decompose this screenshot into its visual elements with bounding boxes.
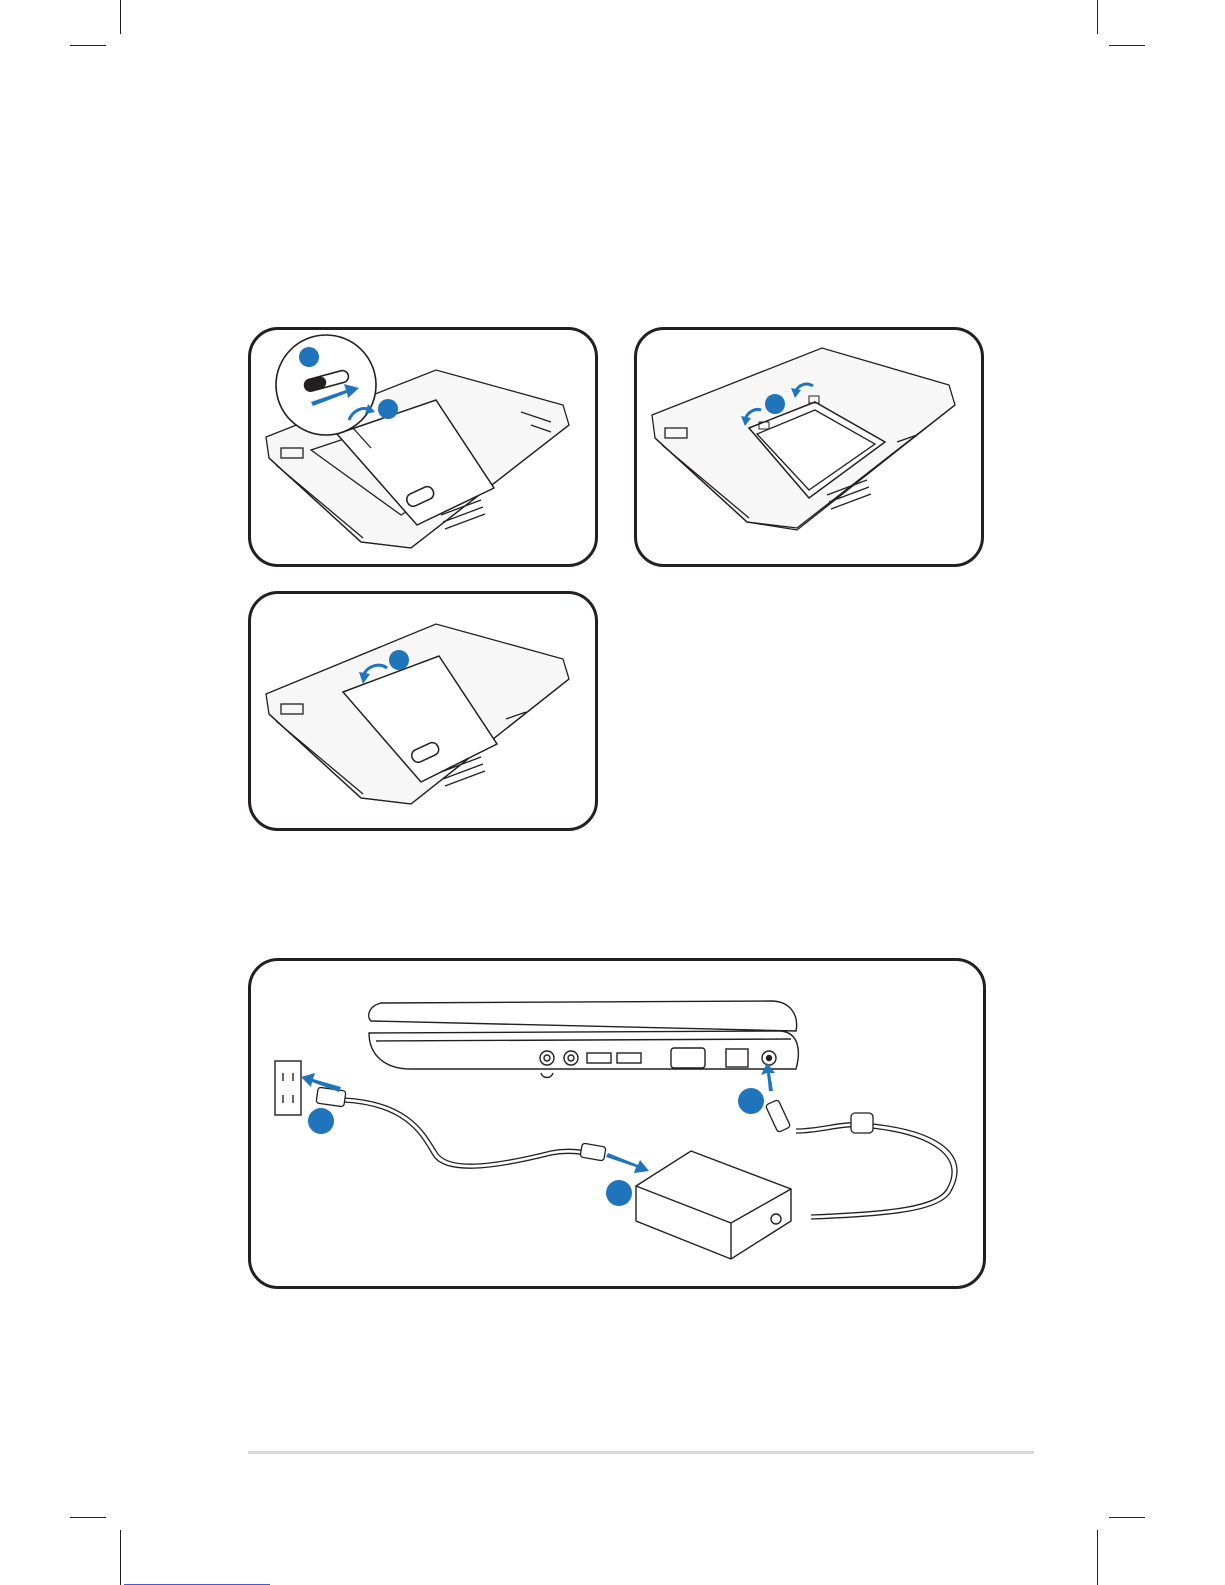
figure-battery-lock-latches <box>634 327 984 567</box>
crop-mark <box>1109 45 1145 46</box>
power-adapter <box>636 1151 791 1259</box>
laptop-underside-illustration <box>251 594 595 828</box>
step-marker-icon <box>738 1088 764 1114</box>
laptop-underside-illustration <box>637 330 981 564</box>
step-marker-icon <box>299 347 319 367</box>
figure-power-adapter-connection <box>248 958 986 1289</box>
ac-plug <box>316 1087 873 1161</box>
footer-link-underline[interactable] <box>124 1568 270 1585</box>
step-marker-icon <box>378 399 398 419</box>
step-marker-icon <box>389 650 409 670</box>
figure-battery-insert <box>248 591 598 831</box>
step-marker-icon <box>308 1108 334 1134</box>
laptop-side-view <box>369 1001 799 1078</box>
crop-mark <box>120 1530 121 1585</box>
wall-outlet <box>275 1061 301 1115</box>
crop-mark <box>120 0 121 34</box>
power-connection-illustration <box>251 961 983 1286</box>
crop-mark <box>70 1517 106 1518</box>
crop-mark <box>70 45 106 46</box>
crop-mark <box>1109 1517 1145 1518</box>
crop-mark <box>1097 1530 1098 1585</box>
footer-rule <box>248 1451 1034 1454</box>
adapter-arrow-icon <box>606 1153 649 1173</box>
crop-mark <box>1097 0 1098 34</box>
laptop-underside-illustration <box>251 330 595 564</box>
step-marker-icon <box>765 394 785 414</box>
step-marker-icon <box>606 1180 632 1206</box>
figure-battery-unlock-remove <box>248 327 598 567</box>
